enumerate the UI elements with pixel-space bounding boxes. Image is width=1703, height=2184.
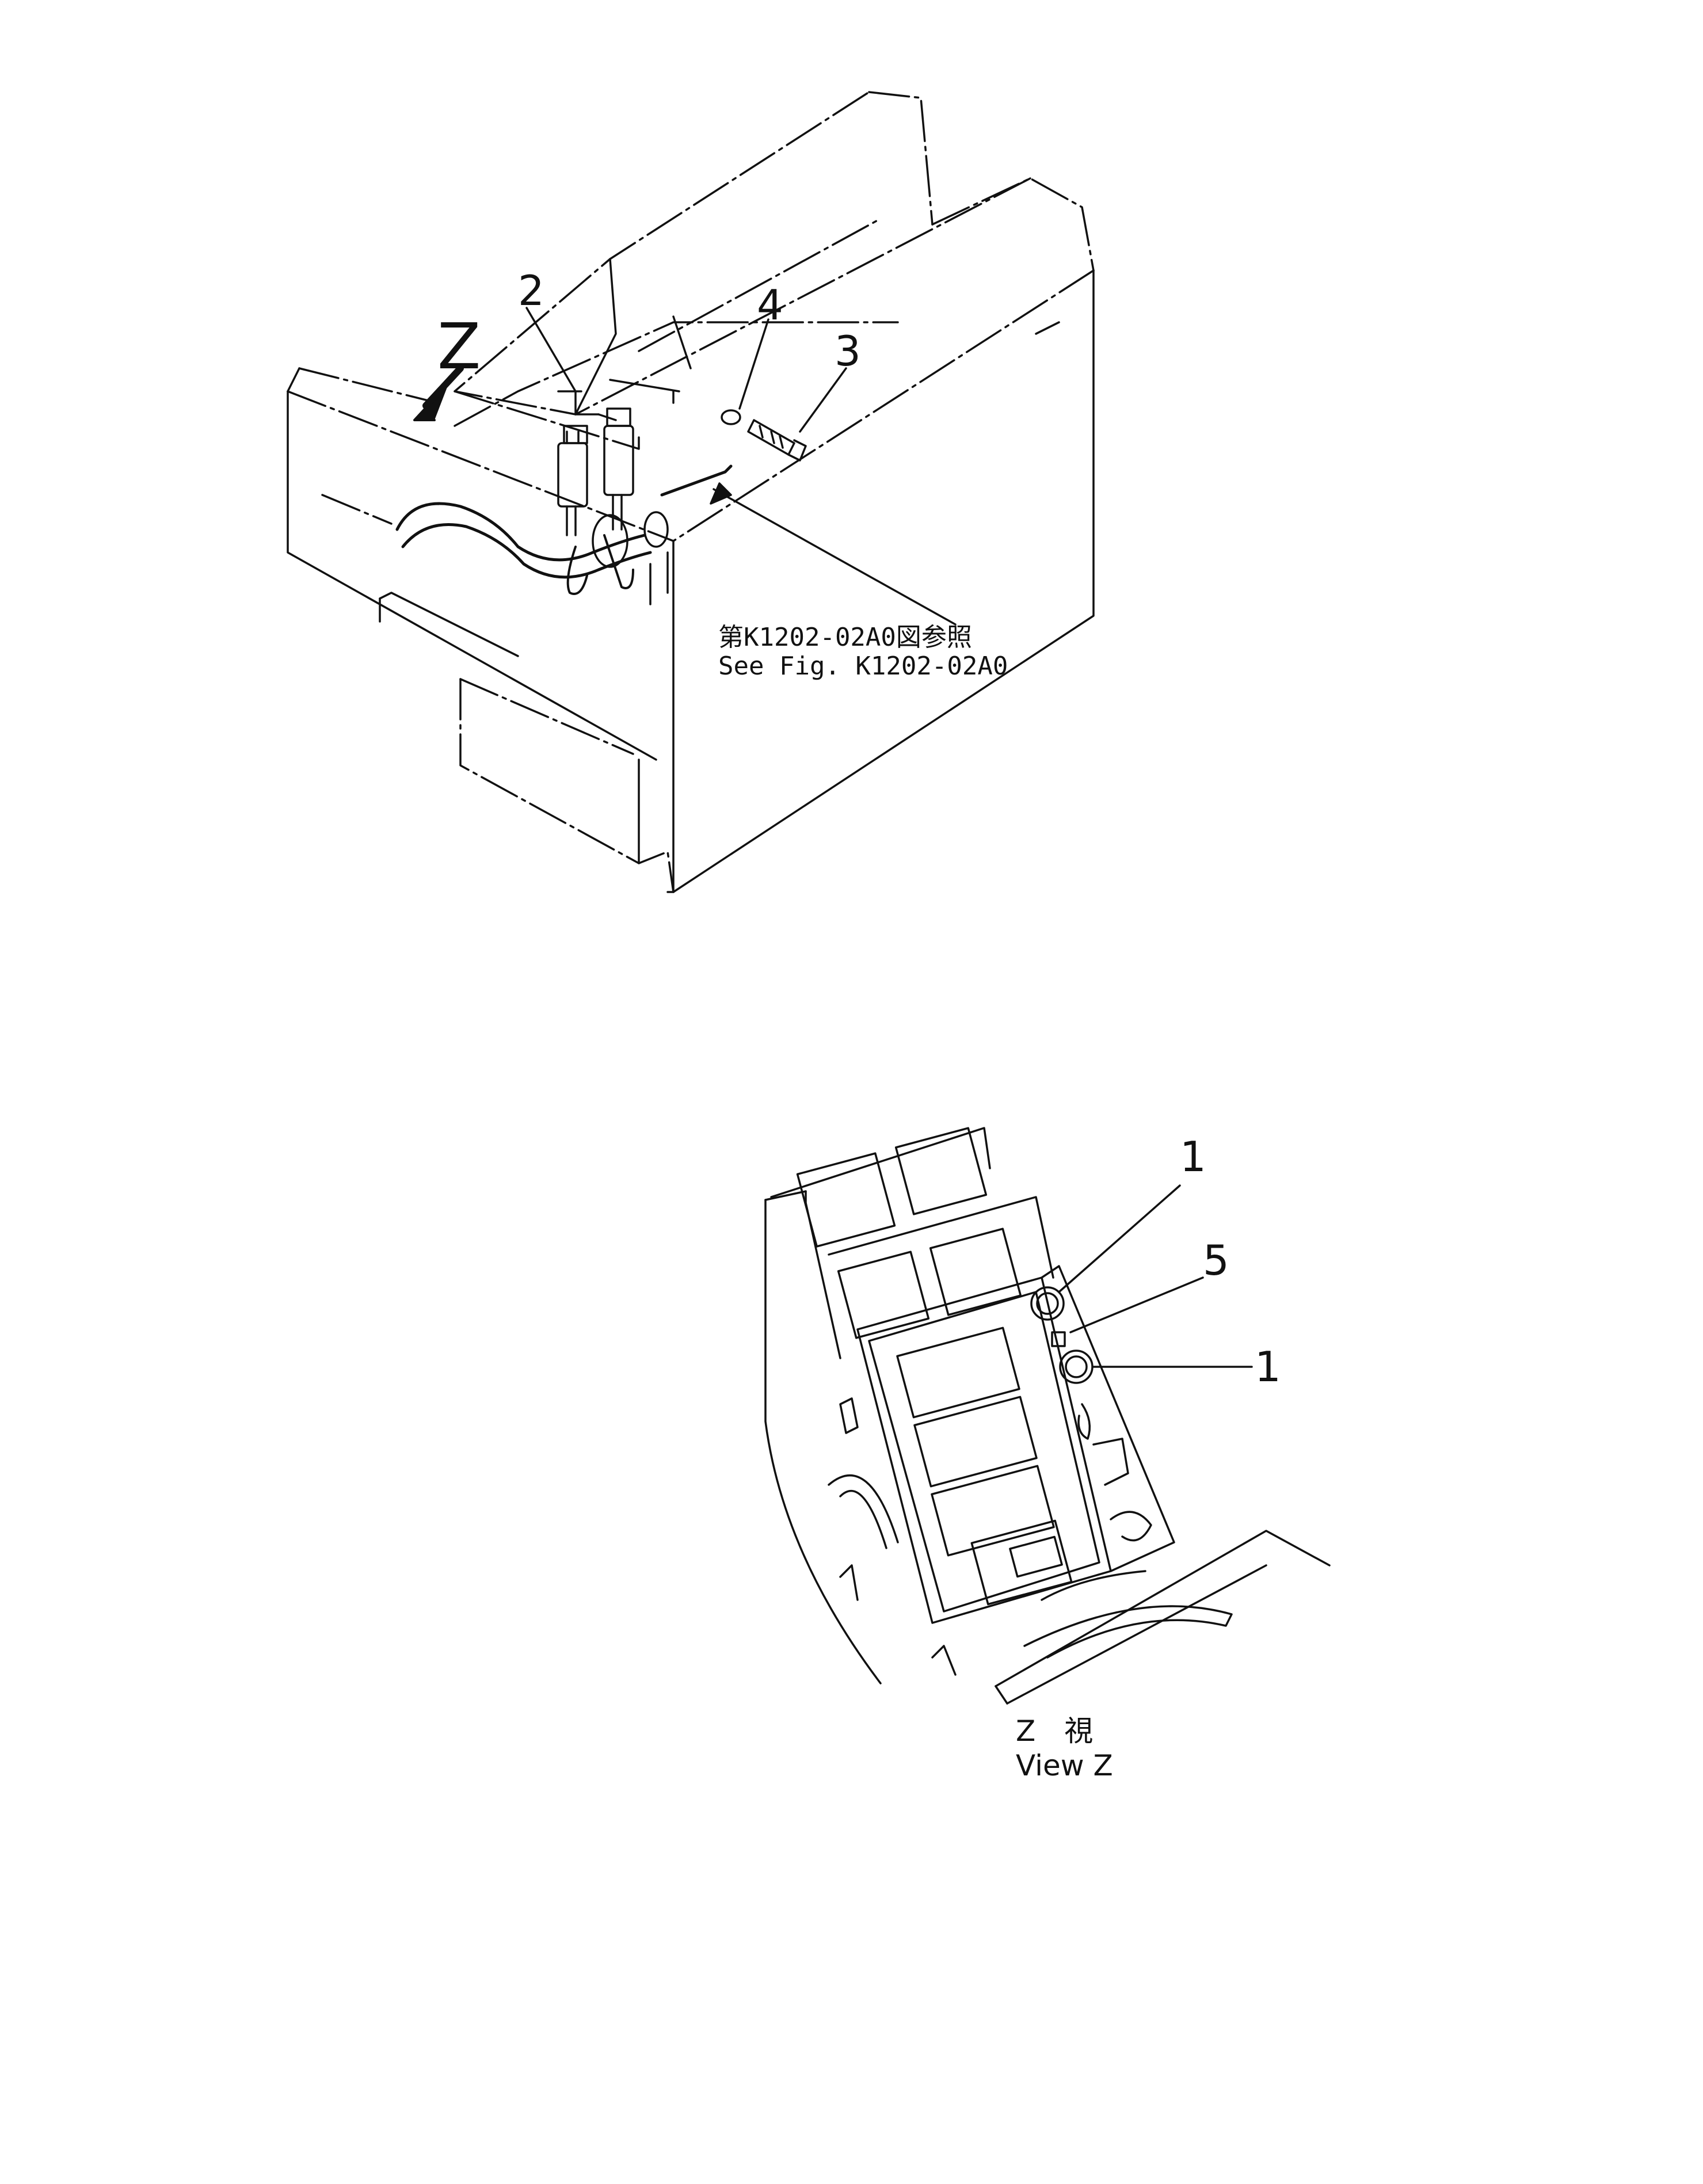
switch-lower (1059, 1350, 1094, 1384)
monitor-lower-frame (970, 1519, 1073, 1606)
view-z-panel (764, 1127, 1331, 1705)
indicator-window-1 (796, 1152, 896, 1248)
reference-note-jp: 第K1202-02A0図参照 (718, 623, 972, 652)
relay-left (557, 425, 588, 536)
leader-1-upper (1058, 1184, 1181, 1293)
view-z-label: Z (437, 310, 481, 383)
indicator-window-4 (929, 1228, 1022, 1316)
callout-3: 3 (835, 327, 861, 375)
leader-4 (738, 318, 769, 410)
indicator-lamp (1051, 1331, 1066, 1347)
indicator-window-2 (894, 1127, 988, 1215)
reference-note-en: See Fig. K1202-02A0 (718, 651, 1008, 681)
callout-4: 4 (757, 281, 783, 329)
leader-reference (713, 488, 957, 626)
console-assembly-upper (287, 91, 1095, 893)
callout-1-upper: 1 (1180, 1133, 1206, 1181)
monitor-window-2 (913, 1396, 1038, 1488)
leader-5 (1069, 1276, 1204, 1333)
view-caption-en: View Z (1016, 1749, 1113, 1782)
callout-5: 5 (1203, 1236, 1229, 1285)
bolt-shape (747, 419, 807, 462)
leader-3 (799, 367, 847, 433)
washer-shape (721, 409, 741, 425)
relay-right (603, 407, 634, 531)
leader-2 (525, 307, 600, 416)
wire-stub (660, 464, 733, 497)
monitor-lower-label (1009, 1535, 1063, 1578)
callout-1-lower: 1 (1255, 1343, 1281, 1391)
switch-upper (1030, 1286, 1065, 1321)
monitor-window-3 (931, 1465, 1055, 1557)
view-caption-jp: Z 視 (1016, 1714, 1093, 1748)
callout-2: 2 (518, 266, 544, 315)
indicator-window-3 (837, 1251, 930, 1339)
monitor-window-1 (896, 1327, 1020, 1419)
view-z-arrow (413, 365, 464, 421)
